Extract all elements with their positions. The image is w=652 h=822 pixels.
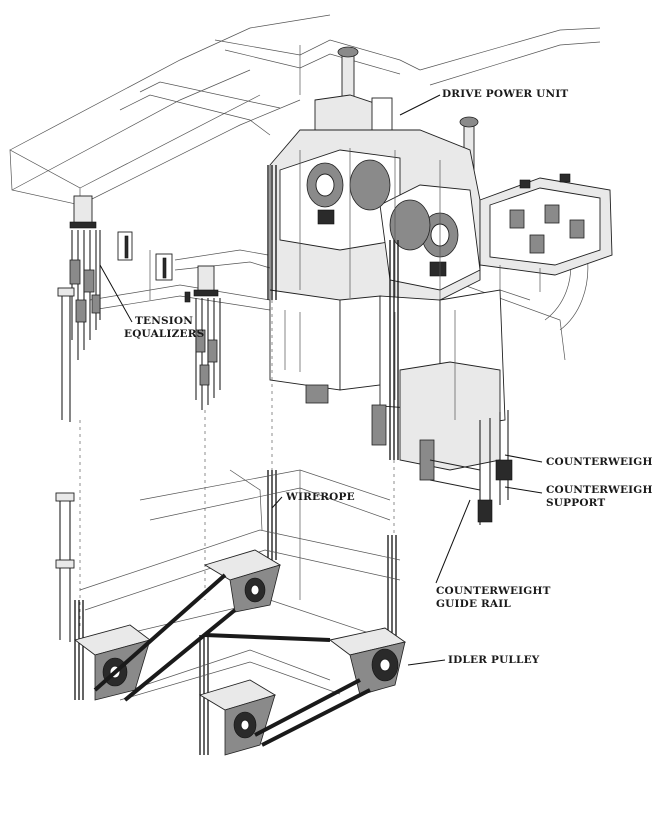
counterweight-assembly <box>269 289 506 481</box>
label-idler-pulley: IDLER PULLEY <box>448 654 540 666</box>
label-tension-equalizers-line1: TENSION <box>135 315 194 327</box>
drive-power-unit <box>269 46 613 301</box>
label-counterweight-guide-rail-line1: COUNTERWEIGHT <box>436 585 551 597</box>
label-counterweight-support-line2: SUPPORT <box>546 497 606 509</box>
label-counterweight-support-line1: COUNTERWEIGHT <box>546 484 652 496</box>
idler-pulley-right <box>328 627 407 696</box>
leader-lines <box>99 94 543 666</box>
tension-equalizer-center <box>184 265 221 410</box>
label-tension-equalizers-line2: EQUALIZERS <box>124 328 205 340</box>
label-wirerope: WIREROPE <box>286 491 355 503</box>
label-drive-power-unit: DRIVE POWER UNIT <box>442 88 569 100</box>
tension-equalizer-left <box>69 195 101 360</box>
idler-pulley-front-center <box>198 679 277 756</box>
counterweight-guide-rail <box>429 410 513 525</box>
label-counterweight: COUNTERWEIGHT <box>546 456 652 468</box>
idler-pulley-rear-center <box>203 549 282 613</box>
bottom-wire-rope-runs <box>93 573 371 747</box>
left-guide-rail <box>55 287 75 642</box>
wire-ropes <box>74 165 399 755</box>
label-counterweight-guide-rail-line2: GUIDE RAIL <box>436 598 511 610</box>
frame-brackets <box>117 231 173 281</box>
